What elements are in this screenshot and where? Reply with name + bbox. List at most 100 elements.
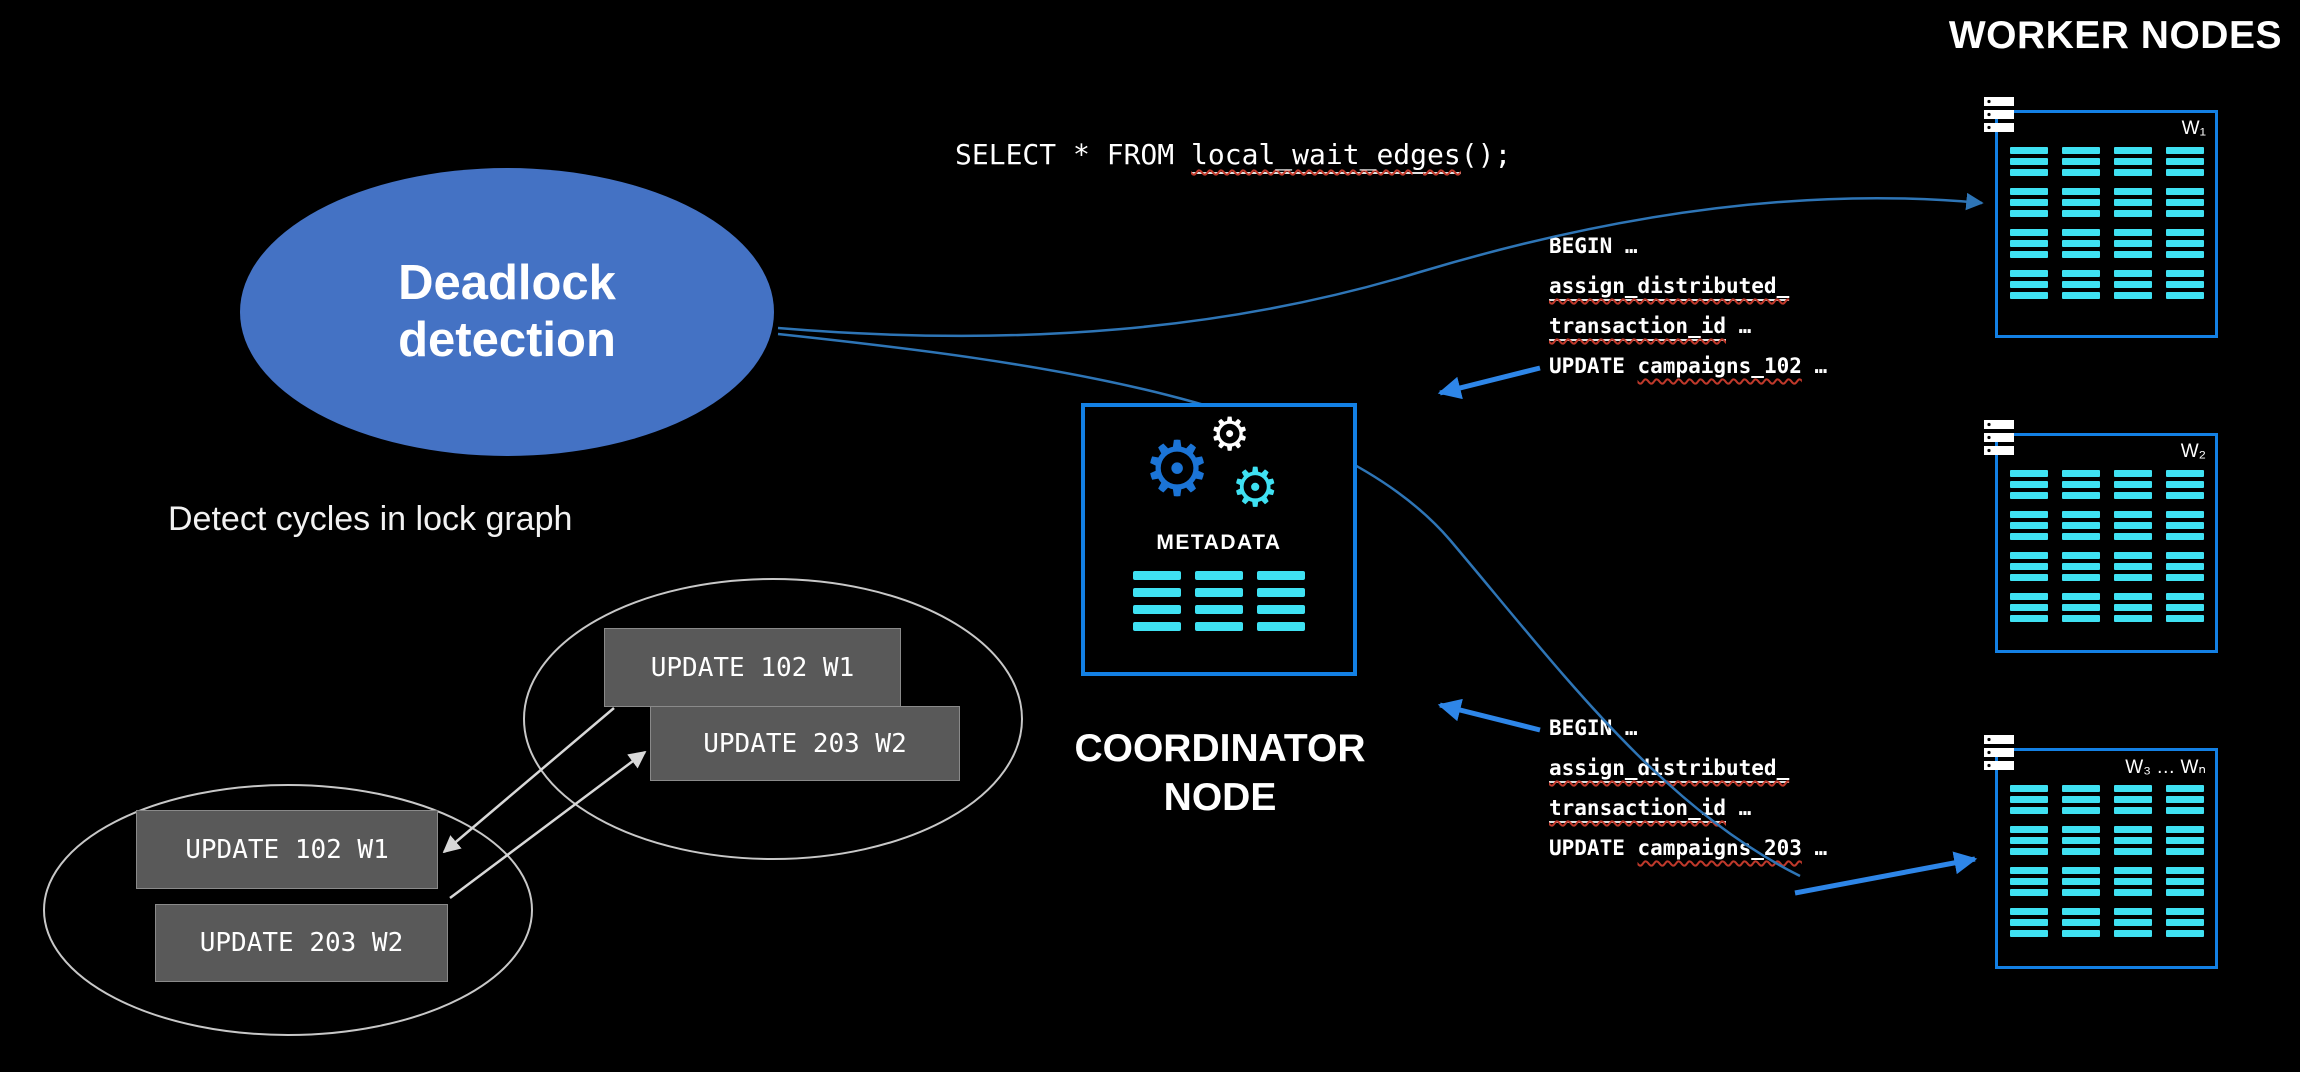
transaction-block-1: BEGIN … assign_distributed_ transaction_…	[1549, 226, 1827, 386]
tx-line-txid: transaction_id …	[1549, 788, 1827, 828]
gear-icon: ⚙	[1143, 424, 1212, 513]
coordinator-heading-line1: COORDINATOR	[1074, 727, 1366, 770]
server-icon	[1984, 97, 2014, 132]
shard-table-icon	[2165, 552, 2204, 581]
worker-label: W₃ … Wₙ	[2125, 757, 2206, 778]
lock-box-update-203-w2-bottom: UPDATE 203 W2	[155, 904, 448, 982]
shard-table-icon	[2113, 593, 2152, 622]
shard-table-icon	[2165, 147, 2204, 176]
metadata-label: METADATA	[1156, 531, 1282, 554]
shard-table-icon	[2061, 826, 2100, 855]
shard-table-icon	[2009, 188, 2048, 217]
tx-update-keyword: UPDATE	[1549, 354, 1638, 378]
tx-line-txid: transaction_id …	[1549, 306, 1827, 346]
shard-table-icon	[2113, 552, 2152, 581]
shard-table-icon	[2113, 867, 2152, 896]
worker-label: W₁	[2181, 118, 2206, 139]
shard-table-icon	[2165, 270, 2204, 299]
shard-table-icon	[2009, 593, 2048, 622]
tx-txid-rest: …	[1726, 314, 1752, 338]
shard-table-icon	[2165, 511, 2204, 540]
shard-table-icon	[2113, 147, 2152, 176]
sql-function-name: local_wait_edges	[1191, 138, 1461, 174]
shard-table-icon	[2165, 593, 2204, 622]
shard-table-icon	[2061, 552, 2100, 581]
lock-graph-caption: Detect cycles in lock graph	[168, 500, 573, 538]
tx-update-keyword: UPDATE	[1549, 836, 1638, 860]
worker-node-1: W₁	[1984, 97, 2218, 338]
shard-table-icon	[2061, 511, 2100, 540]
bubble-line2: detection	[398, 313, 616, 367]
shard-table-icon	[2165, 229, 2204, 258]
lock-box-update-102-w1-bottom: UPDATE 102 W1	[136, 810, 438, 889]
gear-icon: ⚙	[1209, 407, 1251, 461]
tx-line-begin: BEGIN …	[1549, 716, 1638, 740]
lock-box-update-203-w2-top: UPDATE 203 W2	[650, 706, 960, 781]
shard-table-icon	[2009, 826, 2048, 855]
coordinator-node-heading: COORDINATOR NODE	[970, 724, 1470, 822]
shard-table-icon	[2165, 826, 2204, 855]
lock-box-update-102-w1-top: UPDATE 102 W1	[604, 628, 901, 707]
shard-table-icon	[2061, 908, 2100, 937]
shard-table-icon	[2009, 908, 2048, 937]
shard-grid	[2009, 470, 2204, 622]
shard-table-icon	[2113, 826, 2152, 855]
shard-table-icon	[2061, 188, 2100, 217]
wait-edge-arrow-down	[442, 707, 615, 854]
shard-table-icon	[2009, 470, 2048, 499]
shard-table-icon	[2165, 908, 2204, 937]
shard-table-icon	[2113, 188, 2152, 217]
worker-label: W₂	[2180, 441, 2206, 462]
shard-table-icon	[2061, 593, 2100, 622]
tx-assign-text: assign_distributed_	[1549, 274, 1790, 301]
wait-edge-arrow-up	[449, 750, 647, 900]
sql-prefix: SELECT * FROM	[955, 138, 1192, 171]
metadata-table-icon	[1133, 571, 1305, 631]
tx-txid-text: transaction_id	[1549, 796, 1727, 823]
sql-suffix: ();	[1460, 138, 1512, 171]
shard-table-icon	[2009, 270, 2048, 299]
shard-table-icon	[2113, 511, 2152, 540]
shard-table-icon	[2113, 785, 2152, 814]
shard-table-icon	[2009, 147, 2048, 176]
shard-table-icon	[2113, 270, 2152, 299]
shard-table-icon	[2165, 470, 2204, 499]
worker-nodes-heading: WORKER NODES	[1948, 14, 2282, 57]
tx-assign-text: assign_distributed_	[1549, 756, 1790, 783]
tx-line-update: UPDATE campaigns_102 …	[1549, 346, 1827, 386]
tx-txid-rest: …	[1726, 796, 1752, 820]
worker-node-3: W₃ … Wₙ	[1984, 735, 2218, 969]
tx-update-rest: …	[1801, 836, 1828, 860]
deadlock-detection-bubble: Deadlock detection	[240, 168, 774, 456]
tx-line-update: UPDATE campaigns_203 …	[1549, 828, 1827, 868]
shard-table-icon	[2009, 552, 2048, 581]
tx-update-table: campaigns_102	[1637, 354, 1802, 378]
shard-grid	[2009, 147, 2204, 299]
gear-icon: ⚙	[1231, 456, 1280, 519]
shard-table-icon	[2113, 229, 2152, 258]
shard-table-icon	[2113, 470, 2152, 499]
shard-table-icon	[2061, 147, 2100, 176]
tx-update-rest: …	[1801, 354, 1828, 378]
shard-table-icon	[2165, 867, 2204, 896]
shard-table-icon	[2061, 867, 2100, 896]
arrow-tx1-to-coordinator	[1437, 365, 1541, 400]
shard-table-icon	[2061, 785, 2100, 814]
shard-table-icon	[2061, 270, 2100, 299]
shard-table-icon	[2061, 470, 2100, 499]
coordinator-node-box: ⚙ ⚙ ⚙ METADATA	[1081, 403, 1357, 676]
shard-table-icon	[2009, 785, 2048, 814]
transaction-block-2: BEGIN … assign_distributed_ transaction_…	[1549, 708, 1827, 868]
coordinator-heading-line2: NODE	[1163, 776, 1277, 820]
tx-line-assign: assign_distributed_	[1549, 266, 1827, 306]
server-icon	[1984, 735, 2014, 770]
shard-table-icon	[2061, 229, 2100, 258]
shard-table-icon	[2165, 785, 2204, 814]
shard-table-icon	[2165, 188, 2204, 217]
shard-table-icon	[2009, 511, 2048, 540]
server-icon	[1984, 420, 2014, 455]
bubble-line1: Deadlock	[398, 255, 616, 310]
shard-grid	[2009, 785, 2204, 937]
tx-line-assign: assign_distributed_	[1549, 748, 1827, 788]
